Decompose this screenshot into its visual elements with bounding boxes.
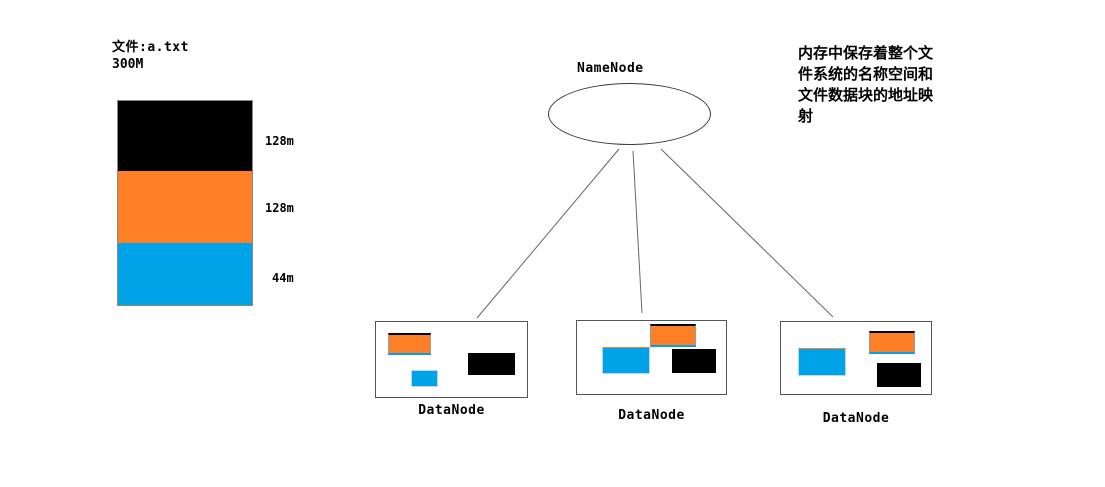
data-block-orange xyxy=(869,331,915,354)
file-size-label: 300M xyxy=(112,57,144,72)
data-block-black xyxy=(877,363,921,387)
connector-line xyxy=(632,150,643,314)
namenode-ellipse xyxy=(548,83,711,145)
data-block-blue xyxy=(602,347,650,374)
datanode-label: DataNode xyxy=(418,403,485,418)
namenode-annotation: 内存中保存着整个文 件系统的名称空间和 文件数据块的地址映 射 xyxy=(798,44,958,128)
data-block-black xyxy=(672,349,716,373)
annotation-line: 射 xyxy=(798,109,814,125)
data-block-orange xyxy=(388,333,431,355)
annotation-line: 件系统的名称空间和 xyxy=(798,67,934,83)
data-block-blue xyxy=(411,370,438,387)
file-block-blue xyxy=(118,243,252,305)
file-block-orange xyxy=(118,171,252,243)
block-size-label: 44m xyxy=(272,271,294,285)
block-size-label: 128m xyxy=(265,134,294,148)
connector-line xyxy=(660,148,834,318)
file-block-black xyxy=(118,101,252,171)
datanode-label: DataNode xyxy=(618,408,685,423)
annotation-line: 内存中保存着整个文 xyxy=(798,46,934,62)
block-size-label: 128m xyxy=(265,201,294,215)
file-block-stack xyxy=(117,100,253,306)
datanode-label: DataNode xyxy=(822,411,890,426)
data-block-blue xyxy=(798,348,846,376)
datanode-box xyxy=(375,321,528,398)
connector-line xyxy=(476,148,620,319)
data-block-black xyxy=(468,353,515,375)
file-title: 文件:a.txt xyxy=(112,40,189,55)
datanode-box xyxy=(576,320,727,395)
datanode-box xyxy=(780,321,932,395)
namenode-label: NameNode xyxy=(577,61,644,76)
data-block-orange xyxy=(650,324,696,347)
annotation-line: 文件数据块的地址映 xyxy=(798,88,934,104)
